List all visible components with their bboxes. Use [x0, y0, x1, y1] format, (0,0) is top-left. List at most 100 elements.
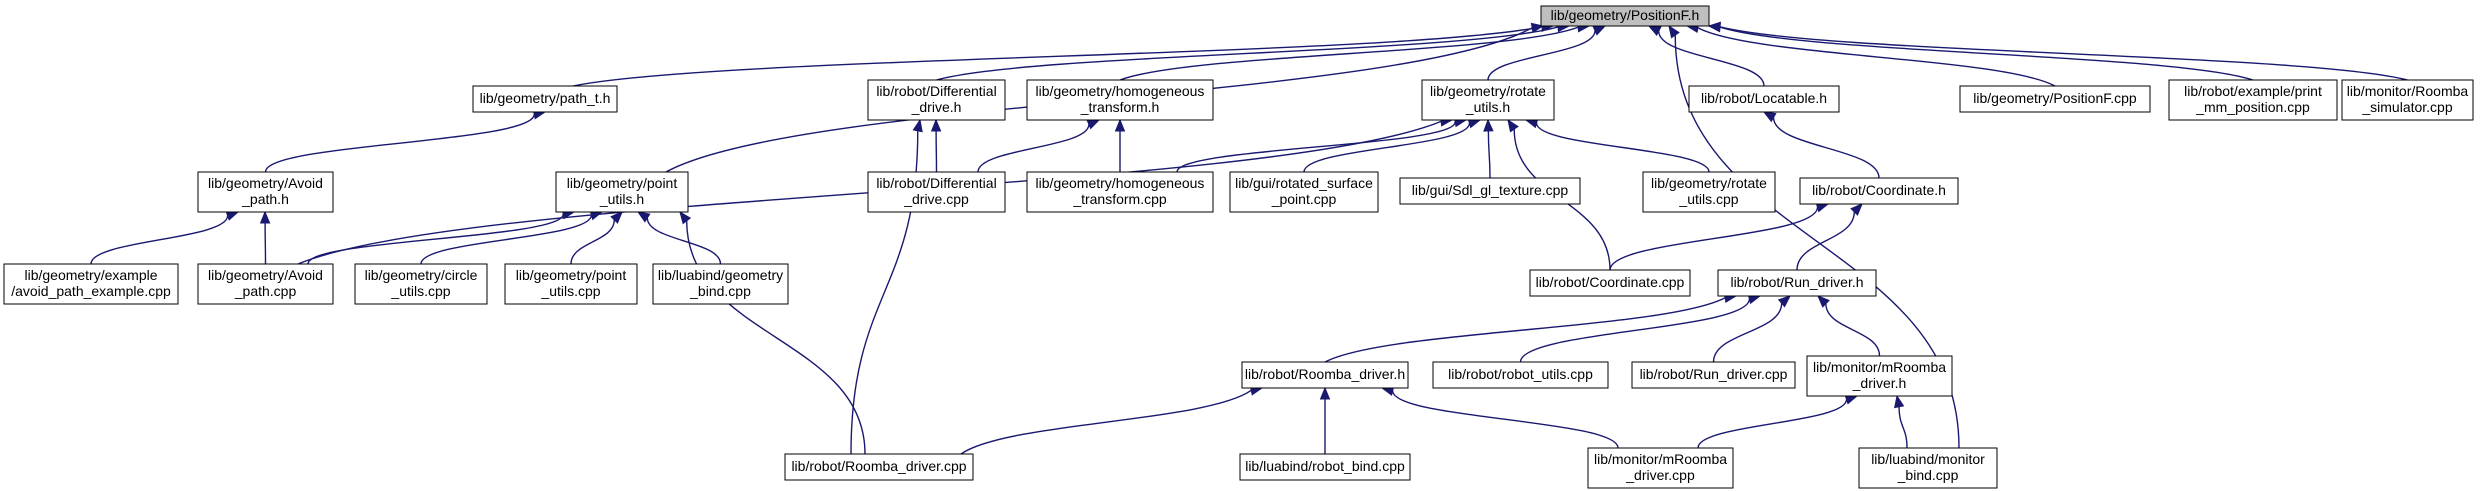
node-label: _drive.h — [911, 99, 962, 115]
node-mroomba-driver-cpp[interactable]: lib/monitor/mRoomba_driver.cpp — [1587, 447, 1734, 489]
node-label: lib/monitor/mRoomba — [1813, 359, 1946, 375]
arrow-head-icon — [1707, 21, 1721, 33]
node-label: _transform.cpp — [1072, 191, 1167, 207]
edge-line — [1719, 26, 2408, 81]
node-point-utils-cpp[interactable]: lib/geometry/point_utils.cpp — [504, 263, 638, 305]
node-box — [1432, 361, 1609, 389]
arrow-head-icon — [1530, 22, 1545, 34]
node-label: lib/geometry/path_t.h — [480, 90, 611, 106]
node-box — [1421, 79, 1555, 121]
node-monitor-bind-cpp[interactable]: lib/luabind/monitor_bind.cpp — [1858, 447, 1998, 489]
node-label: lib/geometry/point — [516, 267, 627, 283]
node-label: _transform.h — [1080, 99, 1160, 115]
node-sdl-gl-texture-cpp[interactable]: lib/gui/Sdl_gl_texture.cpp — [1399, 177, 1581, 205]
node-run-driver-h[interactable]: lib/robot/Run_driver.h — [1717, 269, 1877, 297]
edge-circle_utils_cpp-to-point_utils_h — [420, 210, 604, 265]
edge-run_driver_h-to-coordinate_h — [1796, 203, 1863, 271]
node-label: _drive.cpp — [903, 191, 969, 207]
node-box — [1688, 85, 1840, 113]
node-label: lib/robot/Roomba_driver.cpp — [791, 458, 966, 474]
node-label: lib/gui/rotated_surface — [1235, 175, 1373, 191]
edge-rotate_utils_h-to-positionf_h — [1487, 25, 1607, 81]
edge-line — [1825, 303, 1881, 357]
edge-line — [1176, 121, 1456, 173]
node-label: _mm_position.cpp — [2195, 99, 2310, 115]
node-avoid-path-example-cpp[interactable]: lib/geometry/example/avoid_path_example.… — [3, 263, 179, 305]
node-box — [197, 171, 334, 213]
node-positionf-cpp[interactable]: lib/geometry/PositionF.cpp — [1959, 85, 2151, 113]
node-label: lib/luabind/monitor — [1871, 451, 1985, 467]
node-roomba-simulator-cpp[interactable]: lib/monitor/Roomba_simulator.cpp — [2341, 79, 2474, 121]
node-geometry-bind-cpp[interactable]: lib/luabind/geometry_bind.cpp — [652, 263, 789, 305]
node-box — [472, 85, 618, 113]
node-differential-drive-cpp[interactable]: lib/robot/Differential_drive.cpp — [867, 171, 1006, 213]
node-homogeneous-transform-h[interactable]: lib/geometry/homogeneous_transform.h — [1026, 79, 1214, 121]
node-label: lib/robot/Coordinate.cpp — [1536, 274, 1685, 290]
node-avoid-path-h[interactable]: lib/geometry/Avoid_path.h — [197, 171, 334, 213]
node-box — [1529, 269, 1691, 297]
node-label: lib/geometry/homogeneous — [1036, 175, 1205, 191]
node-coordinate-h[interactable]: lib/robot/Coordinate.h — [1799, 177, 1959, 205]
arrow-head-icon — [636, 211, 651, 223]
node-box — [504, 263, 638, 305]
node-label: lib/geometry/homogeneous — [1036, 83, 1205, 99]
edge-point_utils_cpp-to-point_utils_h — [570, 211, 623, 265]
node-label: lib/robot/example/print — [2184, 83, 2322, 99]
edge-line — [977, 124, 1090, 173]
node-box — [867, 171, 1006, 213]
edge-differential_drive_cpp-to-homogeneous_transform_h — [977, 119, 1101, 173]
node-box — [652, 263, 789, 305]
node-mroomba-driver-h[interactable]: lib/monitor/mRoomba_driver.h — [1806, 355, 1953, 397]
edge-mroomba_driver_cpp-to-mroomba_driver_h — [1697, 394, 1859, 449]
node-rotated-surface-point-cpp[interactable]: lib/gui/rotated_surface_point.cpp — [1229, 171, 1379, 213]
edge-line — [1772, 117, 1880, 179]
node-roomba-driver-cpp[interactable]: lib/robot/Roomba_driver.cpp — [784, 453, 974, 481]
node-label: lib/luabind/robot_bind.cpp — [1245, 458, 1405, 474]
edge-line — [960, 389, 1252, 455]
node-run-driver-cpp[interactable]: lib/robot/Run_driver.cpp — [1631, 361, 1796, 389]
node-robot-bind-cpp[interactable]: lib/luabind/robot_bind.cpp — [1239, 453, 1411, 481]
edge-line — [1487, 30, 1596, 81]
node-label: _path.h — [241, 191, 289, 207]
edge-locatable_h-to-positionf_h — [1647, 25, 1765, 87]
node-path-t-h[interactable]: lib/geometry/path_t.h — [472, 85, 618, 113]
edge-coordinate_h-to-locatable_h — [1762, 111, 1880, 179]
node-label: _utils.cpp — [390, 283, 450, 299]
node-label: lib/geometry/PositionF.h — [1551, 7, 1700, 23]
node-rotate-utils-h[interactable]: lib/geometry/rotate_utils.h — [1421, 79, 1555, 121]
arrow-head-icon — [1668, 24, 1680, 39]
arrow-head-icon — [1894, 394, 1905, 409]
node-avoid-path-cpp[interactable]: lib/geometry/Avoid_path.cpp — [197, 263, 334, 305]
edge-homogeneous_transform_cpp-to-homogeneous_transform_h — [1114, 118, 1126, 172]
edge-line — [1697, 399, 1848, 449]
node-label: lib/robot/Differential — [876, 175, 996, 191]
node-label: lib/geometry/Avoid — [208, 175, 323, 191]
edge-run_driver_cpp-to-run_driver_h — [1712, 295, 1791, 363]
edge-rotate_utils_cpp-to-rotate_utils_h — [1524, 118, 1710, 173]
edge-avoid_path_h-to-path_t_h — [264, 109, 547, 173]
node-label: lib/geometry/rotate — [1430, 83, 1546, 99]
edge-geometry_bind_cpp-to-point_utils_h — [636, 211, 722, 265]
node-locatable-h[interactable]: lib/robot/Locatable.h — [1688, 85, 1840, 113]
node-homogeneous-transform-cpp[interactable]: lib/geometry/homogeneous_transform.cpp — [1026, 171, 1214, 213]
node-point-utils-h[interactable]: lib/geometry/point_utils.h — [555, 171, 689, 213]
edge-line — [1697, 27, 2056, 87]
node-box — [1858, 447, 1998, 489]
arrow-head-icon — [1507, 118, 1519, 133]
node-circle-utils-cpp[interactable]: lib/geometry/circle_utils.cpp — [354, 263, 488, 305]
edge-avoid_path_example_cpp-to-avoid_path_h — [90, 210, 240, 265]
edge-line — [1324, 297, 1726, 363]
node-print-mm-position-cpp[interactable]: lib/robot/example/print_mm_position.cpp — [2168, 79, 2338, 121]
edge-roomba_driver_cpp-to-differential_drive_h — [850, 118, 923, 455]
node-robot-utils-cpp[interactable]: lib/robot/robot_utils.cpp — [1432, 361, 1609, 389]
node-box — [1717, 269, 1877, 297]
node-rotate-utils-cpp[interactable]: lib/geometry/rotate_utils.cpp — [1642, 171, 1776, 213]
node-differential-drive-h[interactable]: lib/robot/Differential_drive.h — [867, 79, 1006, 121]
edge-line — [307, 213, 564, 265]
node-label: lib/geometry/rotate — [1651, 175, 1767, 191]
edge-line — [1519, 298, 1751, 363]
node-coordinate-cpp[interactable]: lib/robot/Coordinate.cpp — [1529, 269, 1691, 297]
edge-line — [570, 219, 615, 265]
edge-line — [1712, 303, 1783, 363]
node-roomba-driver-h[interactable]: lib/robot/Roomba_driver.h — [1241, 361, 1409, 389]
